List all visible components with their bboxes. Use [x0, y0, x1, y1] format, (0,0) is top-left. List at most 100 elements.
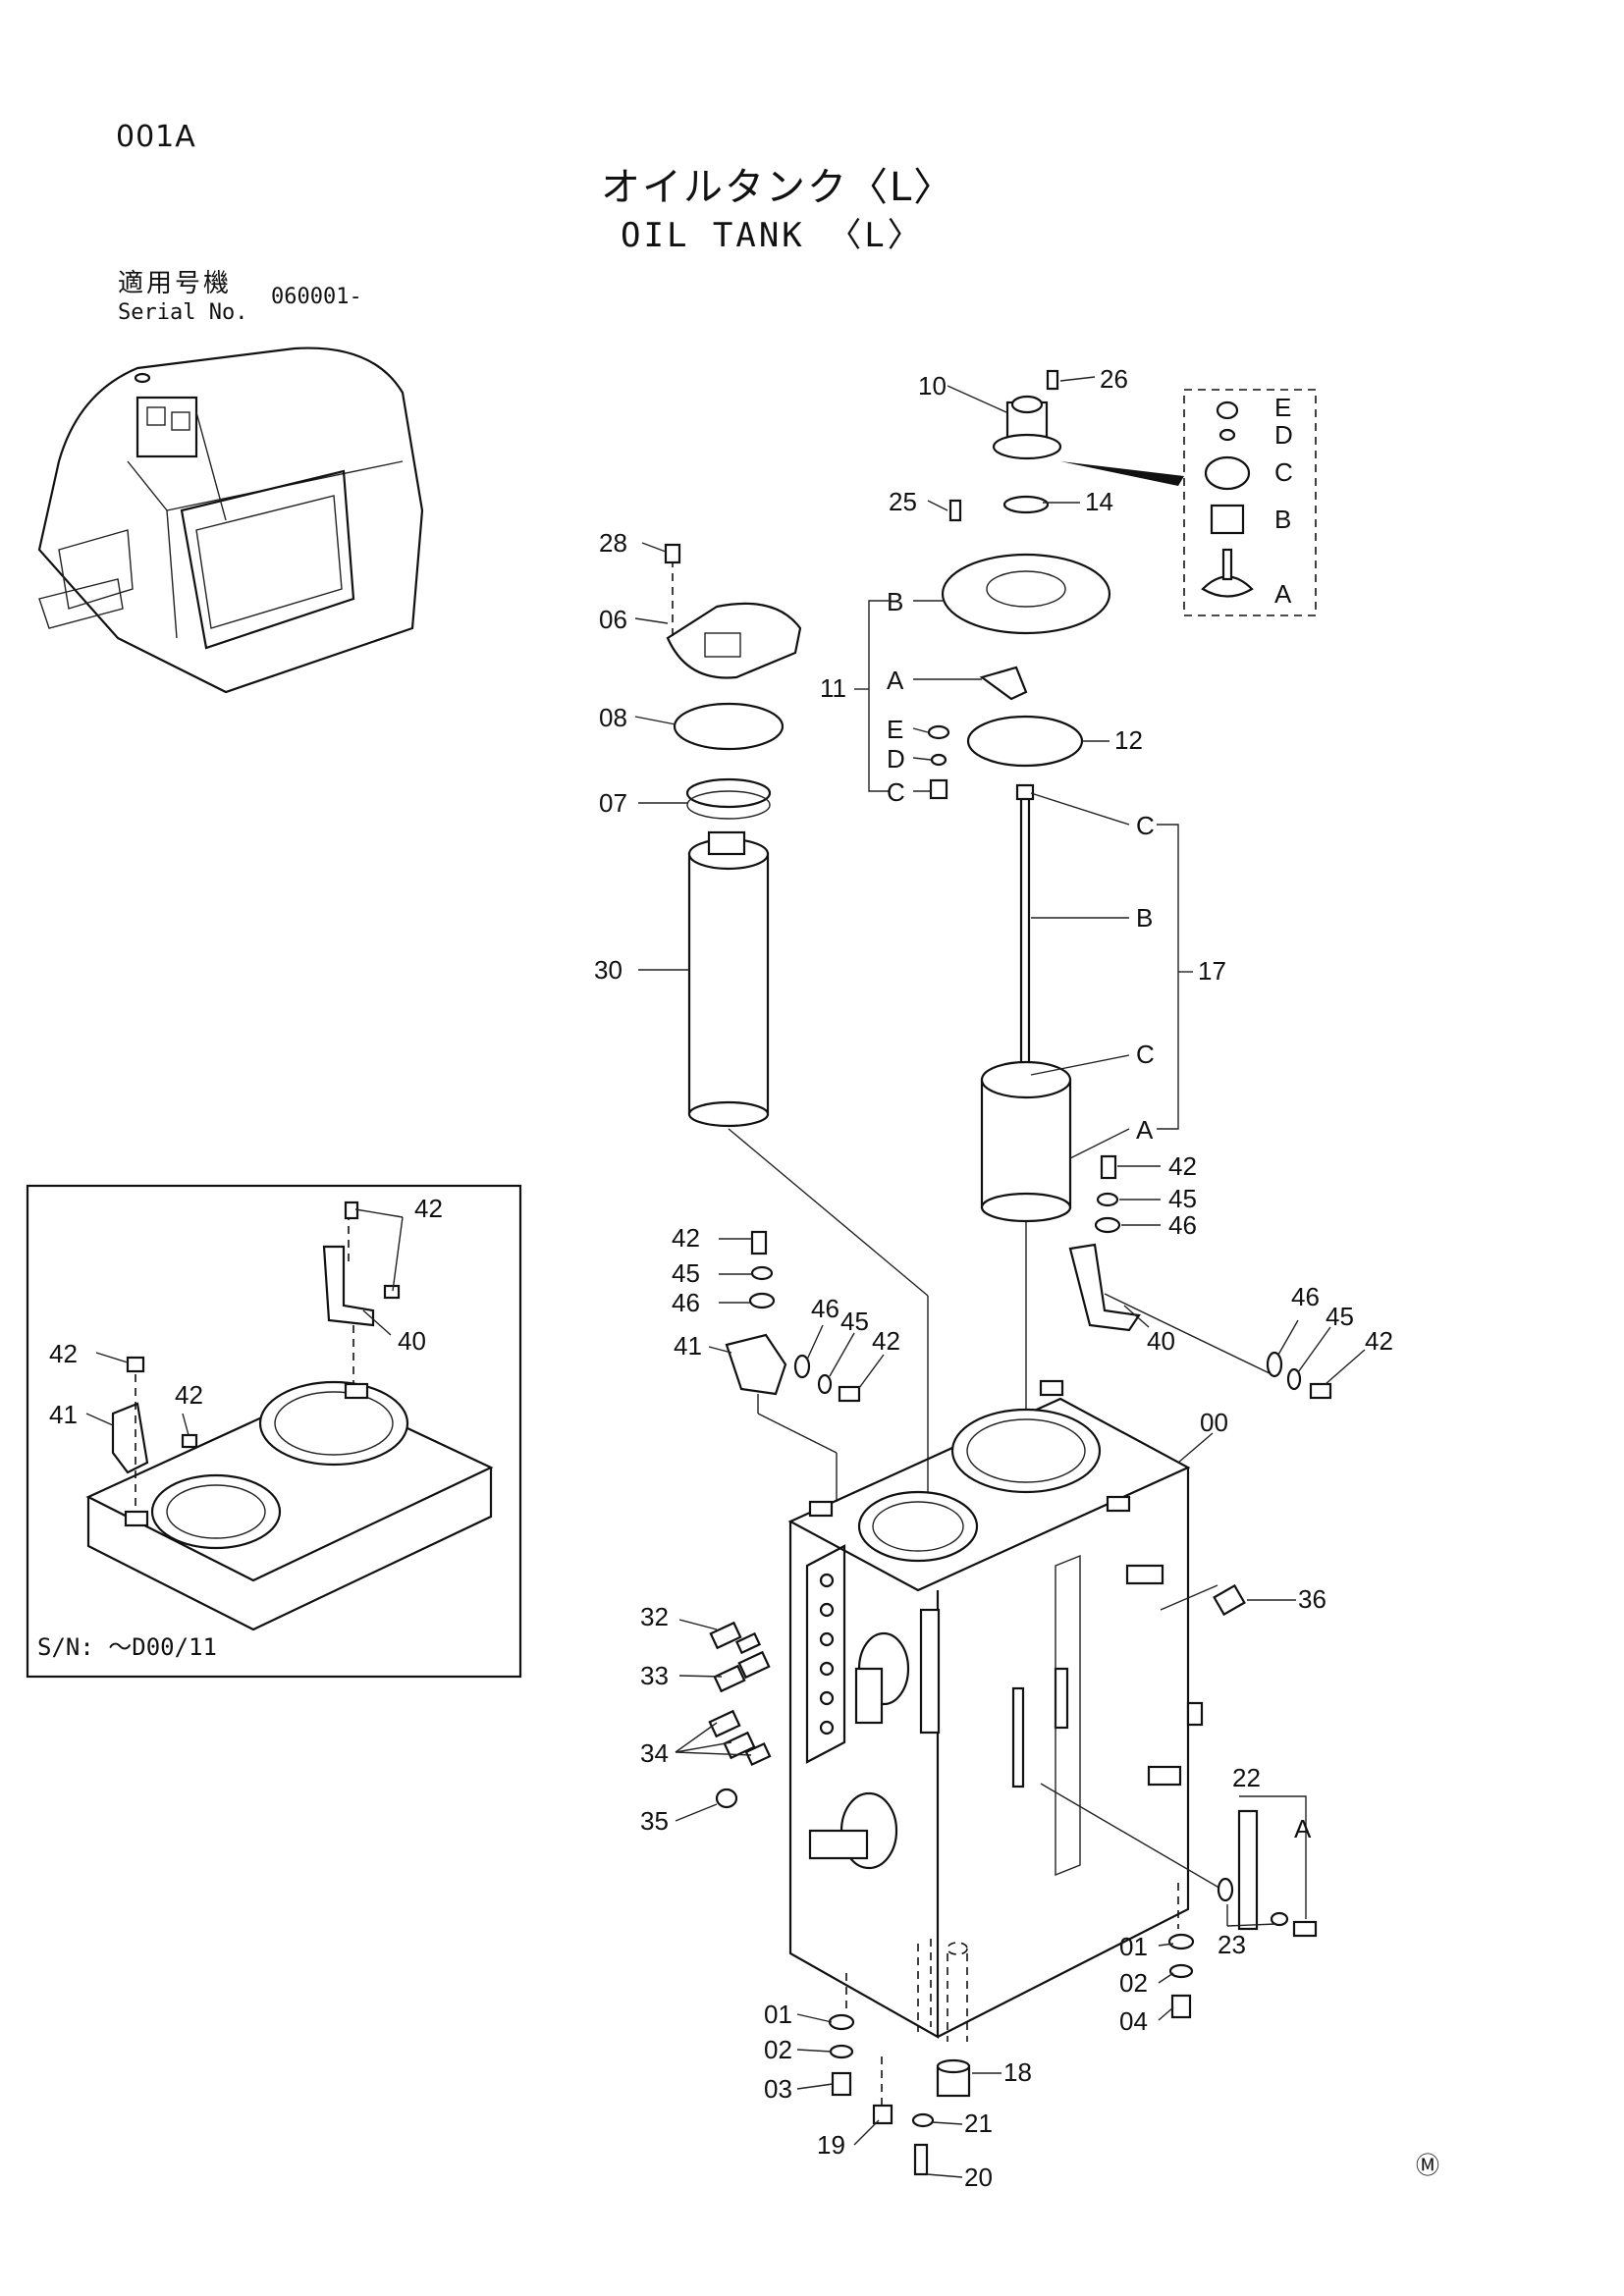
inset-callout-42a: 42 — [414, 1194, 443, 1223]
callout-46-mid: 46 — [811, 1294, 839, 1323]
seal-08 — [673, 702, 785, 751]
group17-letter-a: A — [1136, 1115, 1154, 1145]
callout-40-main: 40 — [1147, 1326, 1175, 1356]
cap-10 — [992, 369, 1062, 460]
inset-callout-42b: 42 — [49, 1339, 78, 1368]
callout-42-far: 42 — [1365, 1326, 1393, 1356]
callout-45-mid: 45 — [840, 1307, 869, 1336]
filter-cap-detail-box — [1060, 389, 1317, 616]
group17-letter-c1: C — [1136, 811, 1155, 840]
seal-12 — [966, 715, 1084, 768]
callout-01-right: 01 — [1119, 1932, 1148, 1961]
page-id: 001A — [116, 120, 196, 154]
callout-06: 06 — [599, 605, 627, 634]
callout-14: 14 — [1085, 487, 1113, 516]
detail-letter-d: D — [1274, 420, 1293, 450]
callout-42-right: 42 — [1168, 1151, 1197, 1181]
group11-letter-d: D — [887, 744, 905, 774]
plug-19 — [872, 2104, 893, 2125]
callout-19: 19 — [817, 2130, 845, 2160]
bracket-41 — [725, 1333, 838, 1502]
group22-letter-a: A — [1294, 1814, 1312, 1843]
washer-11e — [927, 724, 950, 740]
washer-46 — [1094, 1216, 1121, 1234]
callout-34: 34 — [640, 1738, 669, 1768]
callout-46-right: 46 — [1168, 1210, 1197, 1240]
detail-letter-a: A — [1274, 579, 1292, 609]
callout-21: 21 — [964, 2109, 993, 2138]
machine-cab-illustration — [37, 347, 424, 694]
callout-25: 25 — [889, 487, 917, 516]
bolt-42 — [1100, 1154, 1117, 1180]
filter-element-30 — [687, 830, 770, 1128]
group17-letter-c2: C — [1136, 1040, 1155, 1069]
bracket-40 — [1068, 1243, 1272, 1375]
cover-06 — [664, 543, 802, 679]
oil-tank-body-00 — [787, 1379, 1223, 2042]
callout-23: 23 — [1218, 1930, 1246, 1959]
callout-02-right: 02 — [1119, 1968, 1148, 1998]
callout-41: 41 — [674, 1331, 702, 1361]
callout-45-far: 45 — [1326, 1302, 1354, 1331]
cover-plate-11 — [941, 499, 1111, 635]
callout-28: 28 — [599, 528, 627, 558]
callout-12: 12 — [1114, 725, 1143, 755]
callout-03: 03 — [764, 2074, 792, 2104]
callout-30: 30 — [594, 955, 623, 985]
bolt-20 — [913, 2143, 929, 2176]
serial-label-japanese: 適用号機 — [118, 269, 233, 298]
inset-callout-42c: 42 — [175, 1380, 203, 1410]
group11-letter-e: E — [887, 715, 903, 744]
callout-46-left: 46 — [672, 1288, 700, 1317]
callout-35: 35 — [640, 1806, 669, 1836]
washer-45 — [1096, 1192, 1119, 1207]
fitting-36 — [1213, 1583, 1246, 1617]
detail-letter-e: E — [1274, 393, 1291, 422]
detail-letter-c: C — [1274, 457, 1293, 487]
detail-letter-b: B — [1274, 505, 1291, 534]
callout-33: 33 — [640, 1661, 669, 1690]
callout-02-left: 02 — [764, 2035, 792, 2064]
plate-22 — [1217, 1809, 1318, 1938]
callout-10: 10 — [918, 371, 947, 400]
bracket-11a — [979, 666, 1028, 701]
callout-20: 20 — [964, 2163, 993, 2192]
serial-number-value: 060001- — [271, 285, 362, 309]
inset-callout-41: 41 — [49, 1400, 78, 1429]
washer-21 — [911, 2112, 935, 2128]
title-japanese: オイルタンク〈L〉 — [601, 165, 955, 210]
serial-label-english: Serial No. — [118, 300, 248, 325]
callout-42-left: 42 — [672, 1223, 700, 1253]
washer-11d — [930, 753, 947, 767]
group11-letter-b: B — [887, 587, 903, 616]
callout-22: 22 — [1232, 1763, 1261, 1792]
footer-mark: Ⓜ — [1416, 2152, 1439, 2179]
inset-box — [26, 1184, 522, 1679]
callout-01-left: 01 — [764, 2000, 792, 2029]
ring-07 — [685, 777, 772, 820]
o-ring-14 — [1002, 495, 1050, 514]
group11-letter-c: C — [887, 777, 905, 807]
callout-36: 36 — [1298, 1584, 1326, 1614]
callout-42-mid: 42 — [872, 1326, 900, 1356]
title-english: OIL TANK 〈L〉 — [621, 216, 924, 255]
callout-11: 11 — [820, 673, 846, 703]
group11-letter-a: A — [887, 666, 904, 695]
bolt-11c — [929, 778, 948, 800]
inset-callout-40: 40 — [398, 1326, 426, 1356]
callout-46-far: 46 — [1291, 1282, 1320, 1311]
callout-45-left: 45 — [672, 1258, 700, 1288]
fittings-32-35 — [708, 1621, 772, 1809]
callout-26: 26 — [1100, 364, 1128, 394]
inset-serial-note: S/N: ～D00/11 — [37, 1633, 217, 1661]
strainer-17 — [980, 783, 1072, 1223]
callout-04: 04 — [1119, 2006, 1148, 2036]
leader-lines — [85, 376, 1366, 2178]
callout-00: 00 — [1200, 1408, 1228, 1437]
callout-labels: 10 26 14 25 28 06 08 07 30 11 12 17 42 4… — [49, 364, 1393, 2192]
callout-07: 07 — [599, 788, 627, 818]
callout-18: 18 — [1003, 2057, 1032, 2087]
group17-letter-b: B — [1136, 903, 1153, 933]
callout-32: 32 — [640, 1602, 669, 1631]
